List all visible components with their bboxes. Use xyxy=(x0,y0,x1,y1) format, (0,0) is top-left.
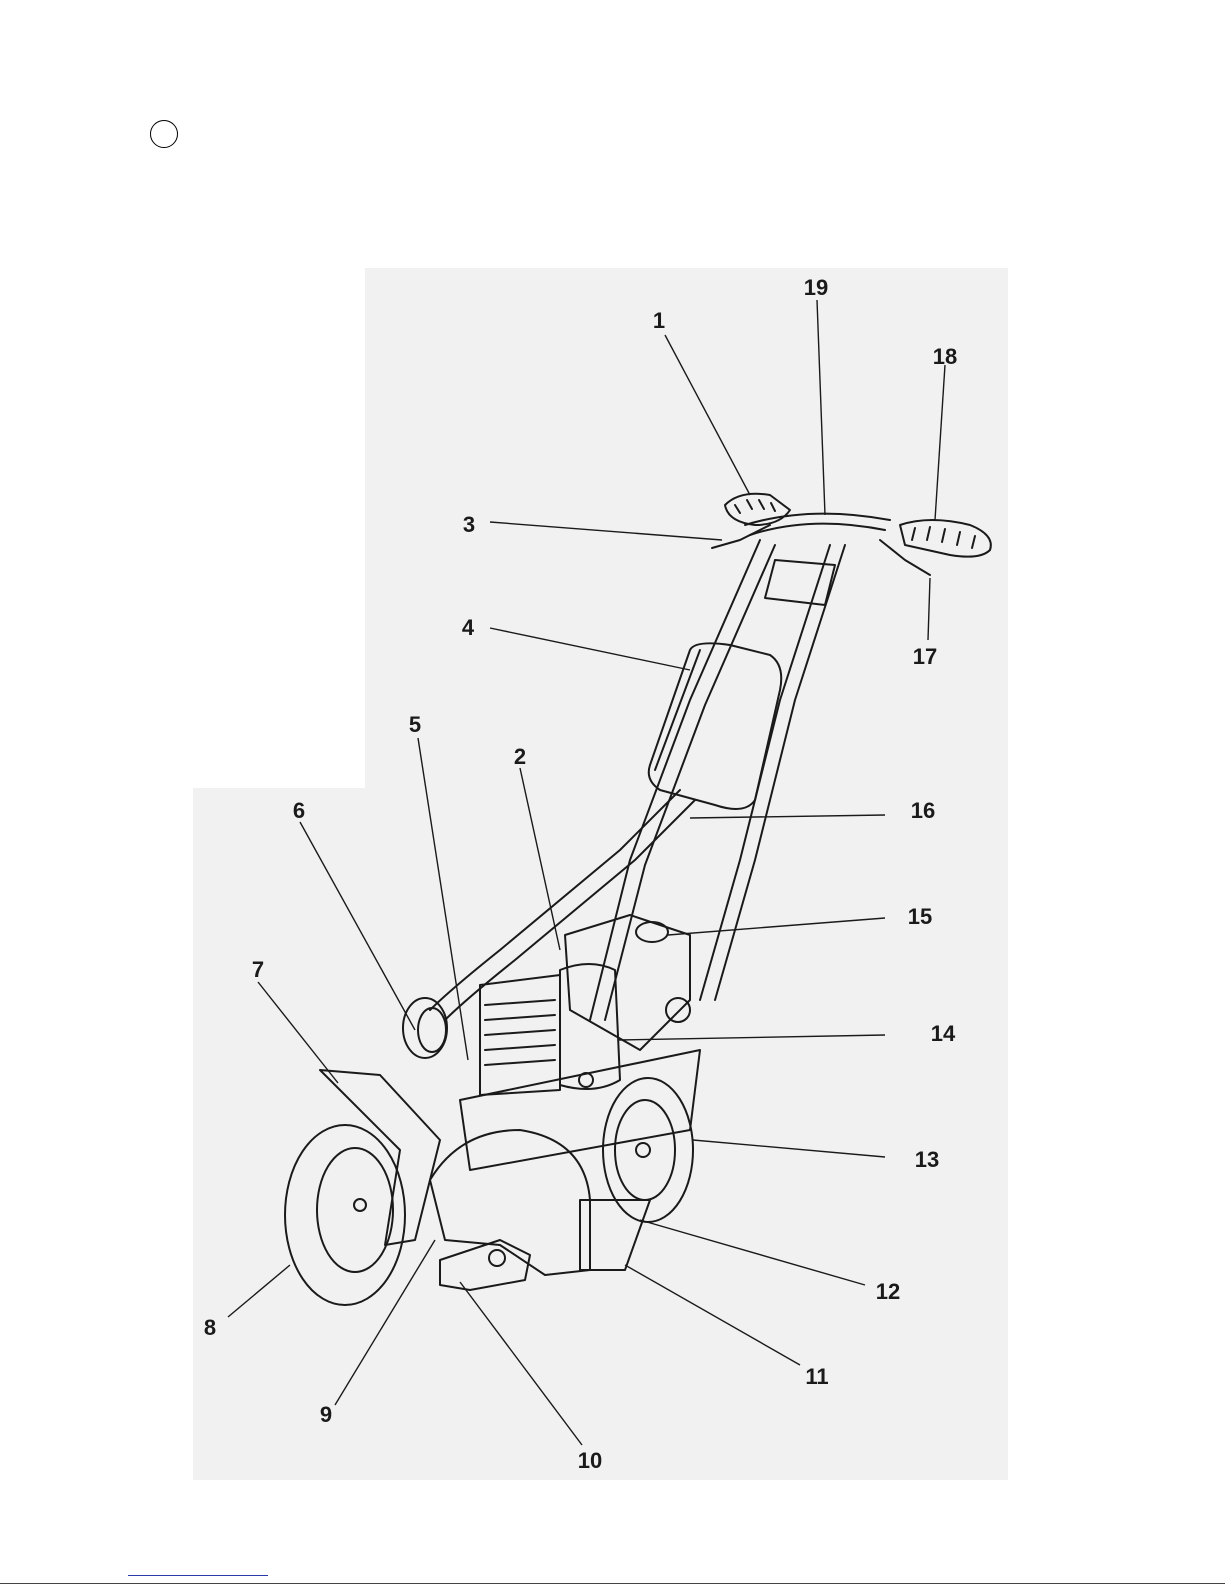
callout-2: 2 xyxy=(514,746,526,768)
callout-15: 15 xyxy=(908,906,932,928)
callout-18: 18 xyxy=(933,346,957,368)
leader-9 xyxy=(335,1240,435,1405)
handle-tube-right-inner xyxy=(715,545,845,1000)
callout-3: 3 xyxy=(463,514,475,536)
handle-tube-left xyxy=(590,540,760,1020)
leader-18 xyxy=(935,365,945,520)
callout-17: 17 xyxy=(913,646,937,668)
leader-1 xyxy=(665,335,750,495)
callout-19: 19 xyxy=(804,277,828,299)
leader-7 xyxy=(258,982,338,1083)
handle-tube-right xyxy=(700,545,830,1000)
callout-16: 16 xyxy=(911,800,935,822)
callout-9: 9 xyxy=(320,1404,332,1426)
leader-4 xyxy=(490,628,690,670)
bottom-link-underline[interactable] xyxy=(128,1575,268,1576)
callout-11: 11 xyxy=(805,1366,828,1388)
callout-1: 1 xyxy=(653,310,665,332)
callout-12: 12 xyxy=(876,1281,900,1303)
callout-8: 8 xyxy=(204,1317,216,1339)
leader-13 xyxy=(693,1140,885,1157)
leader-15 xyxy=(668,918,885,935)
leader-8 xyxy=(228,1265,290,1317)
callout-13: 13 xyxy=(915,1149,939,1171)
left-lever xyxy=(712,525,770,548)
leader-3 xyxy=(490,522,722,540)
muffler-body xyxy=(649,643,782,809)
left-wheel-rim xyxy=(317,1148,393,1272)
leader-12 xyxy=(640,1220,865,1285)
callout-6: 6 xyxy=(293,800,305,822)
callout-7: 7 xyxy=(252,959,264,981)
fuel-cap xyxy=(636,922,668,942)
callout-10: 10 xyxy=(578,1450,602,1472)
leader-17 xyxy=(928,578,930,640)
leader-2 xyxy=(520,768,560,950)
callout-14: 14 xyxy=(931,1023,955,1045)
leader-14 xyxy=(618,1035,885,1040)
leader-6 xyxy=(300,822,415,1030)
page-bottom-rule xyxy=(0,1583,1225,1584)
front-guard xyxy=(320,1070,440,1245)
leader-19 xyxy=(817,300,825,515)
callout-5: 5 xyxy=(409,714,421,736)
leader-11 xyxy=(625,1265,800,1365)
leader-16 xyxy=(690,815,885,818)
leader-lines xyxy=(228,300,945,1445)
handle-clamp xyxy=(765,560,835,605)
depth-adjust xyxy=(440,1240,530,1290)
left-grip xyxy=(725,494,790,525)
callout-4: 4 xyxy=(462,617,474,639)
side-knob xyxy=(666,998,690,1022)
right-wheel-rim xyxy=(615,1100,675,1200)
exhaust-hose xyxy=(430,790,680,1010)
left-wheel-tire xyxy=(285,1125,405,1305)
right-grip xyxy=(900,520,991,557)
leader-10 xyxy=(460,1282,582,1445)
